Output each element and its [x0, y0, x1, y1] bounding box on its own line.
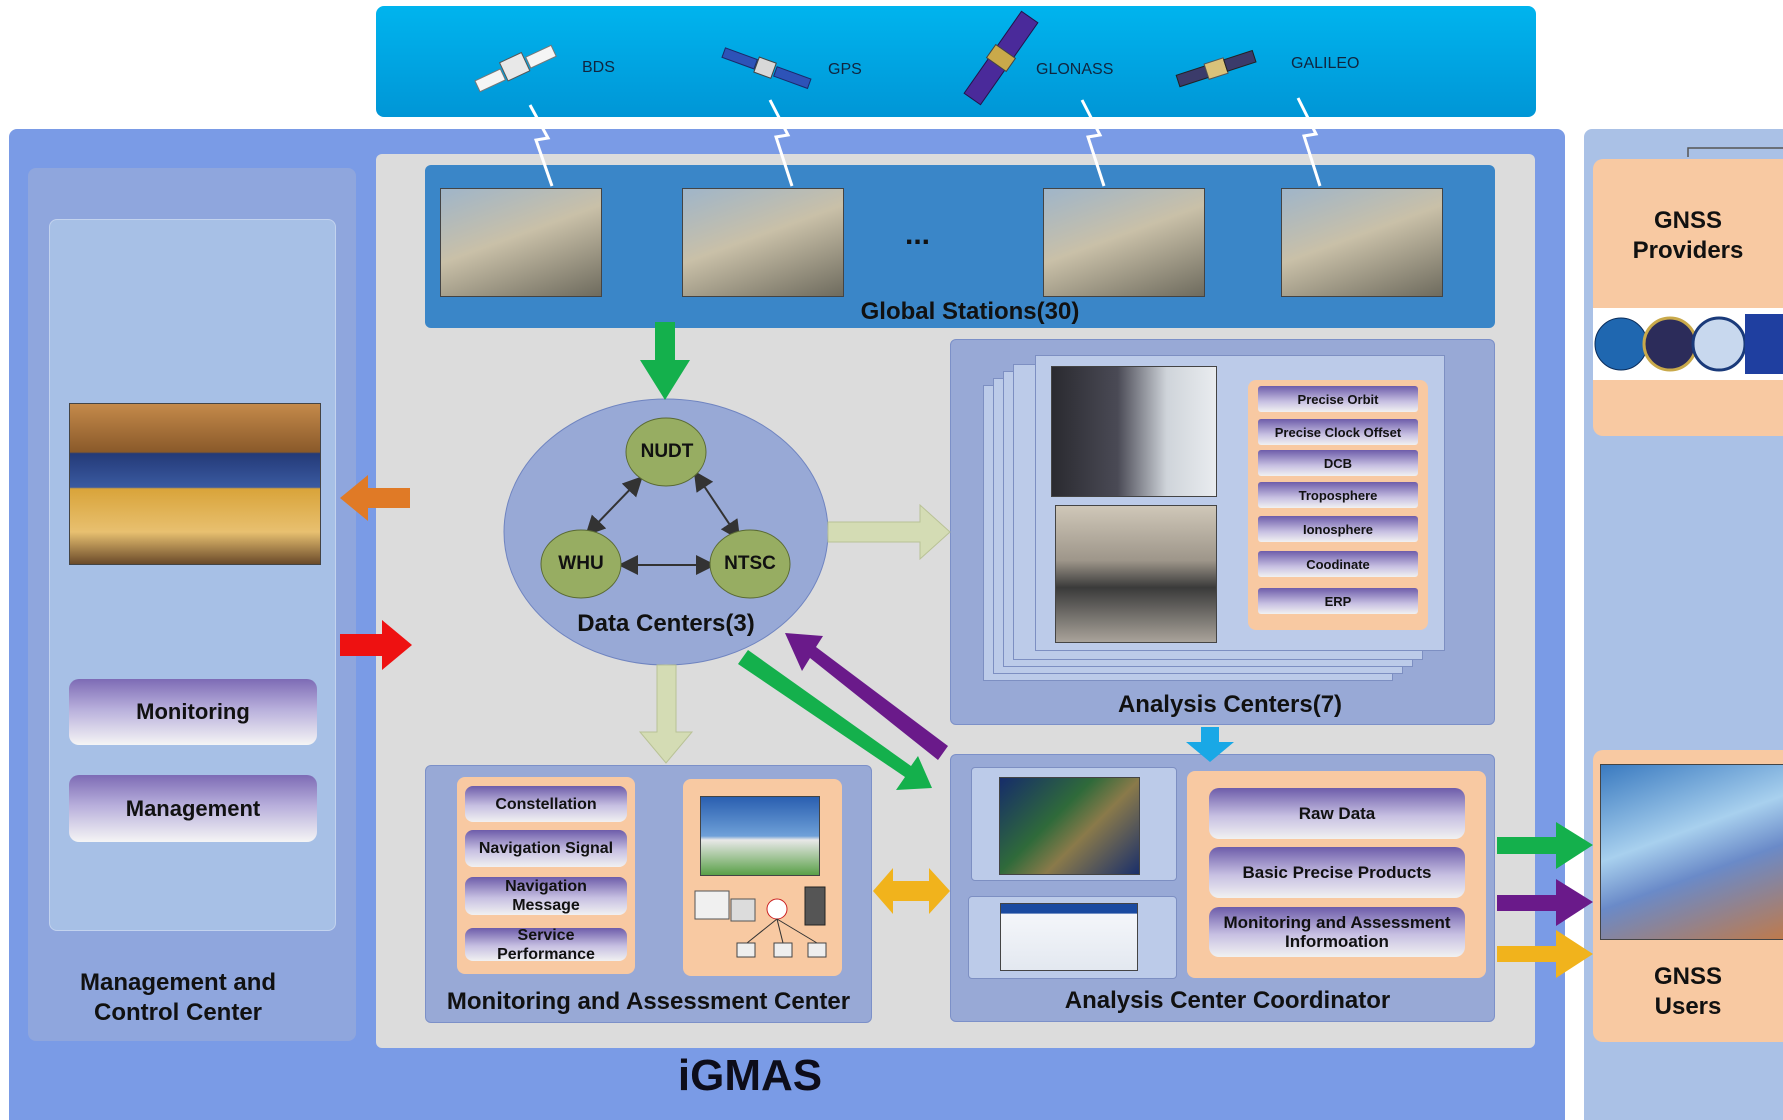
gnss-users-box: GNSS Users — [1593, 750, 1783, 1042]
acc-basic-precise-products: Basic Precise Products — [1209, 847, 1465, 898]
mcc-title-line1: Management and — [79, 969, 277, 996]
acc-monitoring-information-l2: Informoation — [1285, 932, 1389, 951]
glonass-satellite-icon — [963, 10, 1039, 106]
stations-ellipsis: ... — [905, 218, 931, 251]
mac-item-navigation-signal: Navigation Signal — [465, 830, 627, 867]
network-equipment-icon — [694, 886, 827, 958]
acc-title: Analysis Center Coordinator — [1064, 987, 1391, 1014]
acc-map-screenshot — [999, 777, 1140, 875]
product-erp: ERP — [1258, 588, 1418, 614]
station-photo-1 — [440, 188, 602, 297]
gnss-providers-title: GNSS Providers — [1593, 206, 1783, 266]
satellite-icons — [474, 10, 1257, 106]
node-whu — [540, 529, 622, 599]
arrow-mcc-out — [340, 475, 410, 521]
node-ntsc — [709, 529, 791, 599]
product-precise-clock-offset: Precise Clock Offset — [1258, 419, 1418, 445]
control-room-photo — [69, 403, 321, 565]
provider-logos-strip — [1593, 308, 1783, 380]
arrow-acc-to-dc — [785, 633, 948, 760]
mac-item-navigation-message-l1: Navigation — [505, 878, 587, 895]
product-troposphere: Troposphere — [1258, 482, 1418, 508]
data-centers-title: Data Centers(3) — [577, 610, 755, 637]
radio-dish-photo — [700, 796, 820, 876]
node-nudt — [625, 417, 707, 487]
global-stations-title: Global Stations(30) — [860, 298, 1080, 325]
product-ionosphere: Ionosphere — [1258, 516, 1418, 542]
acc-monitoring-information: Monitoring and Assessment Informoation — [1209, 907, 1465, 957]
gps-satellite-icon — [721, 47, 812, 90]
station-photo-4 — [1281, 188, 1443, 297]
management-button[interactable]: Management — [69, 775, 317, 842]
acc-monitoring-information-l1: Monitoring and Assessment — [1223, 913, 1451, 932]
node-whu-label: WHU — [558, 553, 604, 574]
acc-web-frame — [968, 896, 1177, 979]
bds-satellite-icon — [474, 44, 557, 93]
gnss-users-title-l1: GNSS — [1653, 963, 1722, 990]
mac-item-navigation-signal-text: Navigation Signal — [478, 840, 614, 857]
mac-item-service-performance-l1: Service — [517, 926, 575, 944]
gps-label: GPS — [828, 61, 862, 78]
gnss-users-illustration — [1600, 764, 1783, 940]
node-nudt-label: NUDT — [640, 441, 694, 462]
ac-products-box: Precise Orbit Precise Clock Offset DCB T… — [1248, 380, 1428, 630]
mac-item-service-performance: Service Performance — [465, 926, 627, 963]
satellite-band: BDS GPS GLONASS GALILEO — [376, 6, 1536, 117]
signal-bolt-galileo — [1296, 97, 1322, 187]
arrow-dc-to-ac — [827, 503, 951, 561]
arrow-acc-to-users-purple — [1497, 879, 1593, 926]
arrow-acc-to-users-green — [1497, 822, 1593, 869]
link-nudt-whu — [585, 476, 643, 536]
acc-products-box: Raw Data Basic Precise Products Monitori… — [1187, 771, 1486, 978]
acc-web-screenshot — [1000, 903, 1138, 971]
signal-bolt-bds — [528, 104, 554, 187]
acc-raw-data: Raw Data — [1209, 788, 1465, 839]
mac-item-navigation-message: Navigation Message — [465, 877, 627, 915]
gnss-providers-title-l1: GNSS — [1653, 207, 1722, 234]
arrow-dc-to-mac — [638, 664, 694, 764]
arrow-mcc-in — [340, 620, 412, 670]
station-photo-3 — [1043, 188, 1205, 297]
node-ntsc-label: NTSC — [724, 553, 776, 574]
mcc-title: Management and Control Center — [28, 968, 328, 1028]
arrow-acc-to-users-yellow — [1497, 930, 1593, 978]
product-precise-orbit: Precise Orbit — [1258, 386, 1418, 412]
glonass-label: GLONASS — [1036, 61, 1114, 78]
mac-equipment-box — [683, 779, 842, 976]
gnss-providers-title-l2: Providers — [1632, 237, 1744, 264]
product-dcb: DCB — [1258, 450, 1418, 476]
mac-services-box: Constellation Navigation Signal Navigati… — [457, 777, 635, 974]
signal-bolt-gps — [768, 99, 794, 187]
station-photo-2 — [682, 188, 844, 297]
link-nudt-ntsc — [693, 470, 741, 541]
provider-connector — [1687, 147, 1783, 157]
igmas-title: iGMAS — [677, 1051, 823, 1100]
gnss-providers-box: GNSS Providers — [1593, 159, 1783, 436]
gnss-users-title: GNSS Users — [1593, 962, 1783, 1022]
bds-label: BDS — [582, 59, 615, 76]
mac-title: Monitoring and Assessment Center — [446, 988, 851, 1015]
galileo-label: GALILEO — [1291, 55, 1360, 72]
provider-logos-icon — [1594, 314, 1783, 374]
product-coodinate: Coodinate — [1258, 551, 1418, 577]
signal-bolt-glonass — [1080, 99, 1106, 187]
arrow-mac-acc — [873, 868, 950, 914]
office-photo — [1055, 505, 1217, 643]
monitoring-button[interactable]: Monitoring — [69, 679, 317, 745]
analysis-centers-title: Analysis Centers(7) — [1117, 691, 1343, 718]
mac-item-constellation-text: Constellation — [495, 795, 597, 813]
acc-map-frame — [971, 767, 1177, 881]
mac-item-navigation-message-l2: Message — [512, 897, 580, 914]
galileo-satellite-icon — [1175, 49, 1257, 88]
mcc-title-line2: Control Center — [94, 999, 262, 1026]
arrow-ac-to-acc — [1186, 727, 1234, 762]
server-room-photo — [1051, 366, 1217, 497]
mac-item-service-performance-l2: Performance — [497, 945, 595, 963]
arrow-stations-to-dc — [640, 322, 690, 400]
gnss-users-title-l2: Users — [1654, 993, 1722, 1020]
arrow-dc-to-acc — [738, 650, 932, 790]
mac-item-constellation: Constellation — [465, 786, 627, 822]
